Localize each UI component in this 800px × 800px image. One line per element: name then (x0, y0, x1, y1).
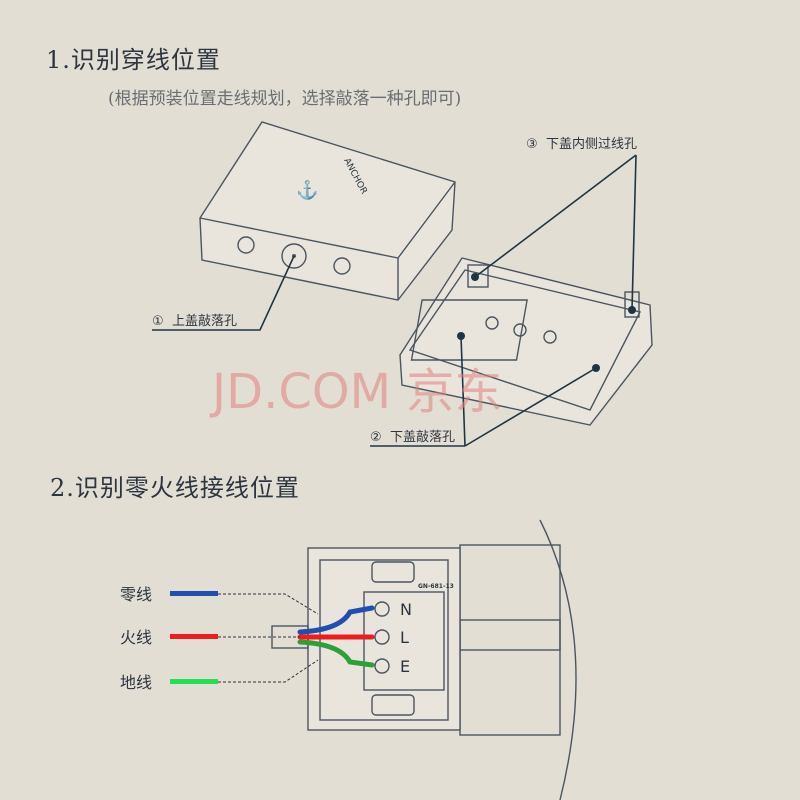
terminal-l: L (400, 628, 409, 647)
callout-1-label: 上盖敲落孔 (172, 313, 237, 329)
section1-subtitle: (根据预装位置走线规划，选择敲落一种孔即可) (108, 89, 462, 109)
earth-wire-label: 地线 (120, 673, 152, 692)
callout-3-number: ③ (526, 137, 538, 152)
callout-2-number: ② (370, 430, 382, 445)
wires (297, 605, 375, 668)
model-number: GN-681-13 (418, 583, 454, 590)
earth-wire-swatch (170, 679, 218, 684)
section1-title: 1.识别穿线位置 (46, 46, 221, 74)
top-cover-illustration: ANCHOR ⚓ (199, 121, 456, 301)
terminal-e: E (400, 657, 410, 676)
live-wire-label: 火线 (120, 628, 152, 647)
callout-2-label: 下盖敲落孔 (390, 429, 455, 445)
neutral-wire-swatch (170, 591, 218, 596)
callout-1-number: ① (152, 314, 164, 329)
terminal-n: N (400, 600, 412, 619)
live-wire-swatch (170, 634, 218, 639)
watermark: JD.COM 京东 (209, 364, 502, 420)
neutral-wire-label: 零线 (120, 585, 152, 604)
anchor-icon: ⚓ (296, 179, 318, 201)
section2-title: 2.识别零火线接线位置 (50, 474, 300, 502)
callout-3-label: 下盖内侧过线孔 (546, 136, 637, 152)
